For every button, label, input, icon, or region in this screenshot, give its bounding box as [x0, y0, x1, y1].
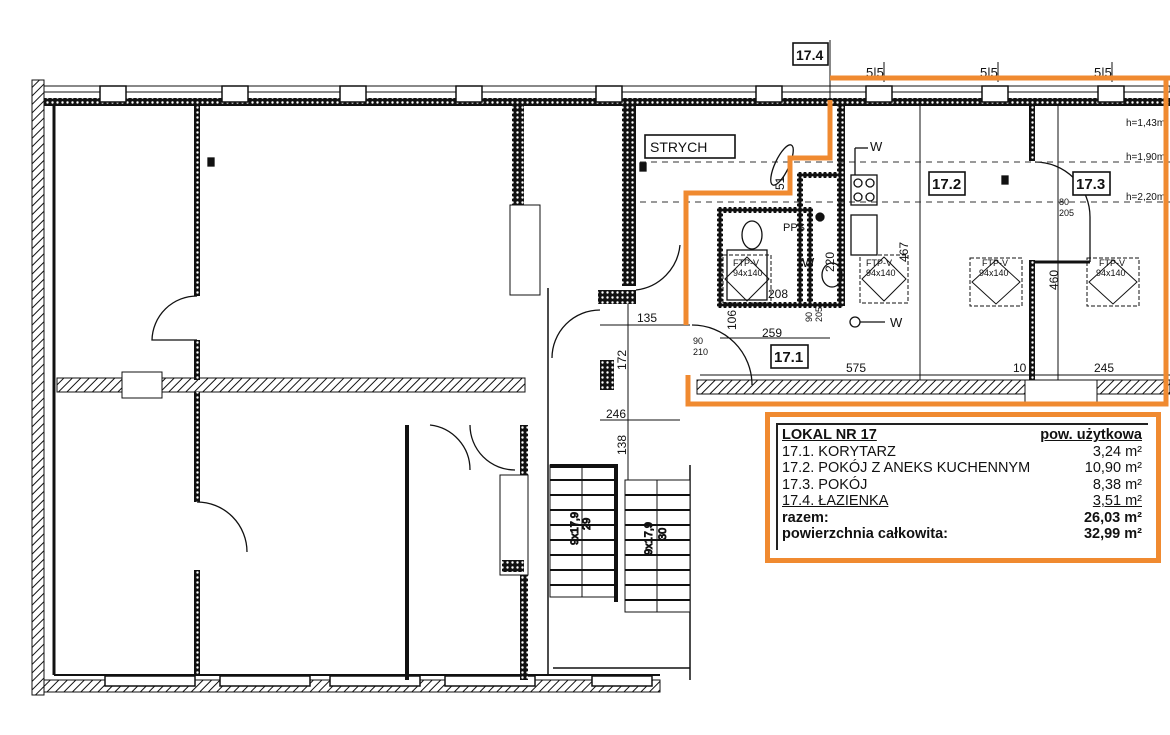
legend-column-header: pow. użytkowa [1040, 427, 1142, 443]
room-name: 17.4. ŁAZIENKA [782, 493, 889, 509]
ceiling-height-lines: h=1,43m h=1,90m h=2,20m [640, 118, 1170, 203]
door-swings [151, 161, 1091, 553]
skylight-size: 94x140 [866, 268, 896, 278]
stairs-label-2-width: 30 [657, 528, 669, 540]
door-width: 90 [693, 336, 703, 346]
legend-row: 17.4. ŁAZIENKA 3,51 m² [782, 493, 1142, 510]
height-label: h=1,43m [1126, 118, 1165, 129]
dimension-label: 106 [725, 310, 739, 330]
skylight-size: 94x140 [1096, 268, 1126, 278]
total-label: razem: [782, 509, 829, 526]
skylight-label: FTP-V [733, 258, 759, 268]
dimension-label: 10 [1013, 361, 1027, 375]
sink-icon [850, 214, 878, 256]
stairs-label-1-steps: 9x17,9 [569, 512, 581, 545]
room-area: 3,51 m² [1092, 493, 1142, 509]
dimension-label: 246 [606, 407, 626, 421]
room-name: 17.3. POKÓJ [782, 476, 868, 493]
door-height: 205 [1059, 208, 1074, 218]
legend-gross-row: powierzchnia całkowita: 32,99 m² [782, 526, 1142, 543]
skylights [722, 254, 1140, 307]
height-label: h=1,90m [1126, 152, 1165, 163]
room-name: 17.1. KORYTARZ [782, 443, 896, 460]
shower-icon [726, 249, 768, 301]
water-label: W [870, 139, 883, 154]
skylight-size: 94x140 [979, 268, 1009, 278]
water-label: W [890, 315, 903, 330]
dimension-label: 208 [768, 287, 788, 301]
skylight-label: FTP-V [866, 258, 892, 268]
legend-title: LOKAL NR 17 [782, 427, 877, 443]
dimension-label: 135 [637, 311, 657, 325]
dimension-label: 575 [846, 361, 866, 375]
legend-header: LOKAL NR 17 pow. użytkowa [782, 427, 1142, 444]
legend-row: 17.3. POKÓJ 8,38 m² [782, 477, 1142, 494]
door-height: 210 [693, 347, 708, 357]
legend-total-row: razem: 26,03 m² [782, 510, 1142, 527]
unit-area-legend: LOKAL NR 17 pow. użytkowa 17.1. KORYTARZ… [765, 412, 1161, 563]
pps-label: PPS [783, 222, 805, 234]
skylight-label: FTP-V [982, 258, 1008, 268]
skylight-size: 94x140 [733, 268, 763, 278]
dimension-label: 245 [1094, 361, 1114, 375]
stairs-label-2-steps: 9x17,9 [643, 522, 655, 555]
room-area: 10,90 m² [1084, 460, 1142, 476]
total-value: 26,03 m² [1083, 509, 1142, 526]
dimension-lines [600, 40, 1170, 480]
room-label-17-1: 17.1 [774, 349, 803, 366]
unit-17-outline [683, 75, 1170, 407]
water-valve-icon [849, 316, 861, 328]
gross-label: powierzchnia całkowita: [782, 526, 948, 542]
fixtures [207, 144, 1009, 328]
room-label-17-3: 17.3 [1076, 176, 1105, 193]
height-label: h=2,20m [1126, 192, 1165, 203]
room-area: 3,24 m² [1092, 443, 1142, 460]
dimension-label: 172 [615, 350, 629, 370]
door-width: 80 [1059, 197, 1069, 207]
room-label-strych: STRYCH [650, 139, 707, 155]
interior-walls [56, 106, 1170, 680]
skylight-label: FTP-V [1099, 258, 1125, 268]
door-width: 90 [804, 312, 814, 322]
gross-value: 32,99 m² [1083, 526, 1142, 542]
dimension-label: 220 [823, 252, 837, 272]
room-label-17-4: 17.4 [796, 47, 823, 63]
dimension-label: 51 [773, 176, 787, 190]
toilet-icon [741, 220, 763, 250]
room-area: 8,38 m² [1092, 476, 1142, 493]
windows [99, 85, 1125, 687]
dimension-label: 460 [1047, 270, 1061, 290]
washbasin-icon [821, 262, 843, 288]
dimension-label: 138 [615, 435, 629, 455]
legend-row: 17.1. KORYTARZ 3,24 m² [782, 444, 1142, 461]
dimension-label: 259 [762, 326, 782, 340]
room-labels: 17.4 STRYCH 17.2 17.3 17.1 [644, 42, 1111, 369]
stove-icon [850, 174, 878, 206]
room-label-17-2: 17.2 [932, 176, 961, 193]
water-label: W [802, 255, 815, 270]
staircase: 9x17,9 29 9x17,9 30 [549, 464, 691, 613]
door-height: 205 [814, 307, 824, 322]
dimension-label: 467 [897, 242, 911, 262]
stairs-label-1-width: 29 [581, 518, 593, 530]
legend-row: 17.2. POKÓJ Z ANEKS KUCHENNYM 10,90 m² [782, 460, 1142, 477]
room-name: 17.2. POKÓJ Z ANEKS KUCHENNYM [782, 460, 1031, 476]
